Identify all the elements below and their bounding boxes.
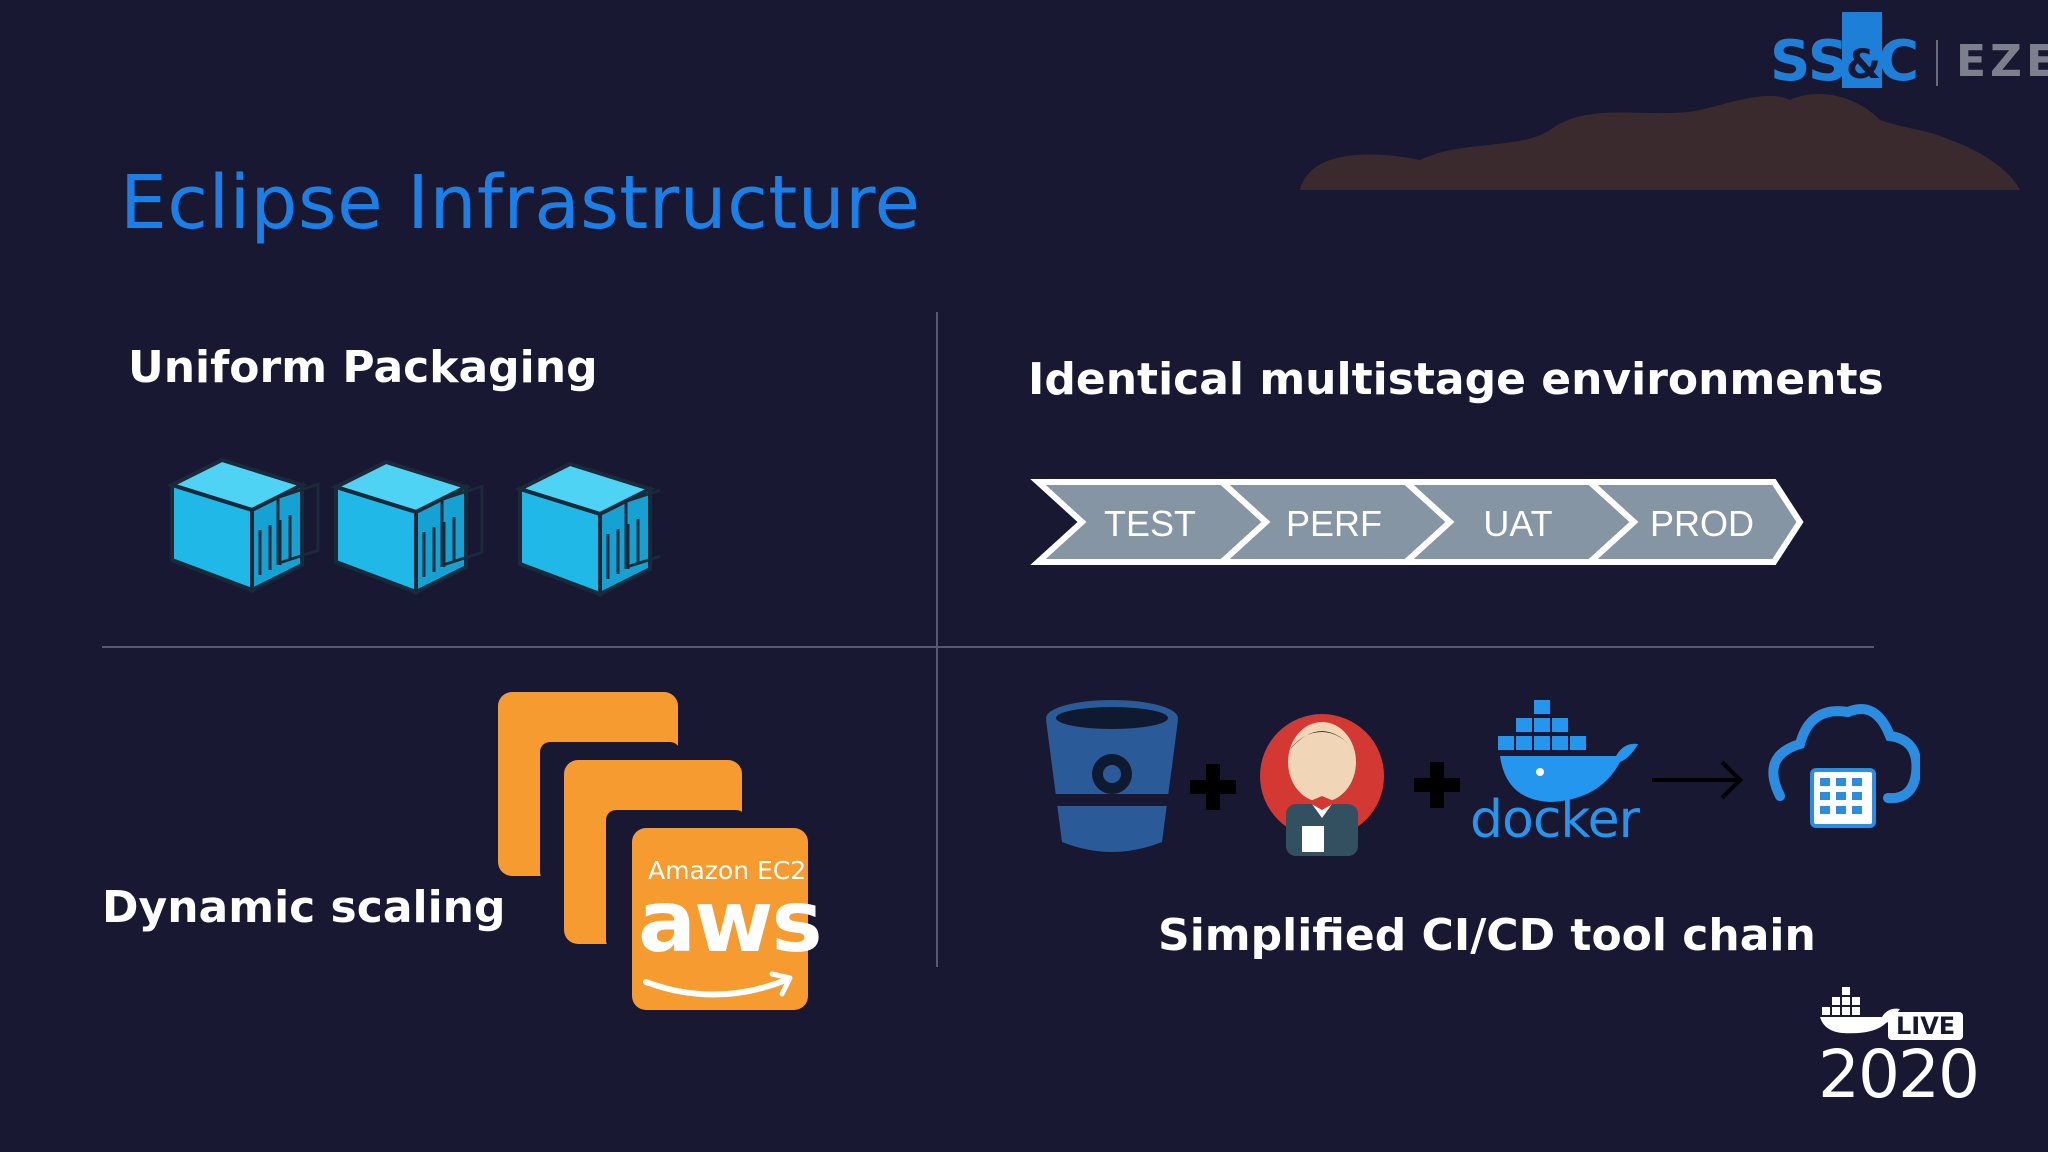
jenkins-icon (1260, 714, 1384, 856)
docker-label: docker (1470, 790, 1640, 850)
eze-logo: EZE (1956, 36, 2048, 87)
stage-prod: PROD (1582, 479, 1804, 565)
svg-text:PERF: PERF (1286, 503, 1382, 544)
cicd-toolchain (1046, 700, 1920, 856)
stage-perf: PERF (1214, 479, 1455, 565)
ssc-logo: SS & C (1770, 12, 1920, 96)
vertical-divider (936, 312, 938, 967)
container-icon (170, 458, 320, 592)
aws-label: aws (638, 872, 823, 972)
ssc-part1: SS (1770, 29, 1848, 92)
slide-title: Eclipse Infrastructure (120, 160, 921, 246)
docker-icon (1498, 700, 1638, 802)
svg-text:TEST: TEST (1104, 503, 1196, 544)
horizontal-divider (102, 646, 1874, 648)
uniform-packaging-heading: Uniform Packaging (128, 342, 598, 393)
svg-text:UAT: UAT (1483, 503, 1552, 544)
container-icon (518, 462, 660, 596)
ssc-part2: C (1878, 29, 1919, 92)
cloud-cluster-icon (1768, 704, 1920, 828)
ec2-label: Amazon EC2 (648, 856, 807, 885)
multistage-heading: Identical multistage environments (1028, 354, 1884, 405)
logo-divider (1936, 40, 1938, 86)
cicd-heading: Simplified CI/CD tool chain (1158, 910, 1816, 961)
arrow-right-icon (1652, 760, 1743, 800)
live-badge: LIVE (1888, 1012, 1964, 1040)
bitbucket-icon (1046, 700, 1178, 852)
event-year: 2020 (1818, 1036, 1980, 1113)
dynamic-scaling-heading: Dynamic scaling (102, 882, 506, 933)
stage-pipeline: TEST PERF UAT PROD (1030, 479, 1804, 565)
containers-row (170, 458, 660, 596)
plus-icon (1190, 764, 1236, 810)
ssc-amp: & (1846, 42, 1881, 88)
cloud-backdrop (1300, 94, 2020, 190)
container-icon (334, 460, 484, 594)
dockercon-whale-icon (1820, 987, 1900, 1034)
plus-icon (1414, 762, 1460, 808)
aws-ec2-logo (498, 692, 808, 1010)
svg-text:PROD: PROD (1650, 503, 1754, 544)
